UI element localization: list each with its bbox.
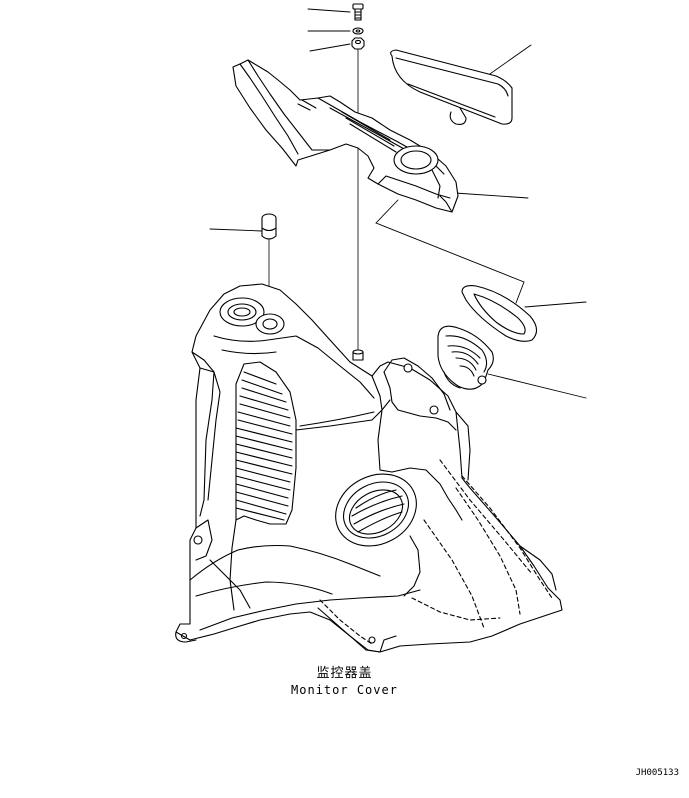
cover-plate-icon bbox=[390, 49, 513, 125]
plug-cap-icon bbox=[261, 213, 277, 240]
monitor-cover-body-icon bbox=[175, 283, 563, 653]
washer-icon bbox=[352, 27, 364, 35]
bolt-icon bbox=[352, 3, 364, 21]
vent-bracket-icon bbox=[232, 59, 459, 213]
caption-chinese: 监控器盖 bbox=[316, 666, 373, 681]
vent-louver-icon bbox=[437, 325, 494, 390]
drawing-id: JH005133 bbox=[635, 768, 679, 778]
seal-ring-icon bbox=[461, 285, 538, 342]
caption-english: Monitor Cover bbox=[291, 683, 398, 697]
nut-icon bbox=[351, 37, 365, 50]
